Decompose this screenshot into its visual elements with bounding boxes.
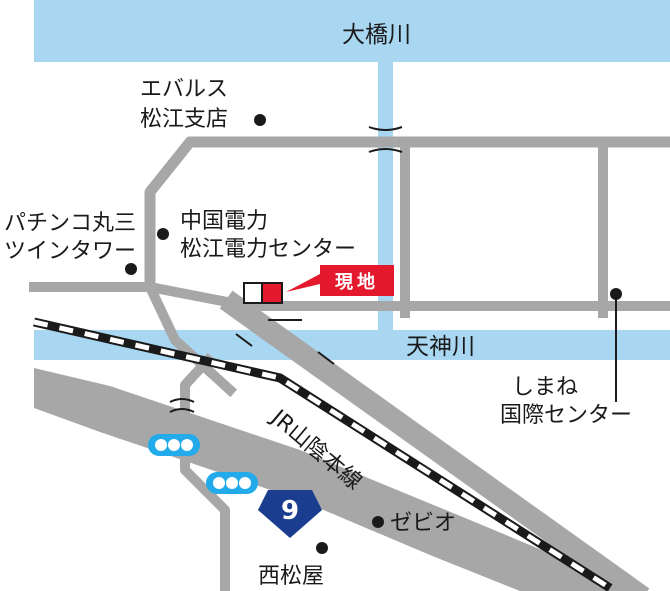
road-south-west <box>143 280 238 398</box>
road-north <box>144 136 670 288</box>
road-south-branch <box>180 352 230 591</box>
site-building-icon <box>243 282 263 304</box>
chugoku-dot-icon <box>157 228 169 240</box>
nishimatsuya-dot-icon <box>316 542 328 554</box>
aeon-dot-icon <box>254 114 266 126</box>
shimane-label-line2: 国際センター <box>500 403 632 428</box>
site-marker: 現地 <box>243 265 394 304</box>
railway <box>33 317 613 591</box>
chugoku-label-line1: 中国電力 <box>180 209 268 234</box>
pachinko-label-line1: パチンコ丸三 <box>4 211 136 236</box>
road-diagonal <box>219 290 650 591</box>
pachinko-label-line2: ツインタワー <box>4 239 136 264</box>
ohashi-river-label: 大橋川 <box>342 22 411 48</box>
ohashi-river <box>34 0 670 62</box>
chugoku-label-line2: 松江電力センター <box>180 237 356 262</box>
site-callout <box>320 265 394 296</box>
route-number: 9 <box>281 496 299 526</box>
tenjin-river-label: 天神川 <box>406 334 475 360</box>
aeon-label-line1: エバルス <box>140 77 228 102</box>
road-ticks <box>235 319 335 365</box>
route-shield-icon: 9 <box>258 490 322 538</box>
zebio-dot-icon <box>372 516 384 528</box>
traffic-signal-icon <box>206 472 258 494</box>
nishimatsuya-label: 西松屋 <box>258 564 324 589</box>
pachinko-dot-icon <box>125 263 137 275</box>
bridge-marks <box>169 126 403 413</box>
site-label: 現地 <box>335 271 379 293</box>
traffic-signal-icon <box>148 434 200 456</box>
shimane-label-line1: しまね <box>512 375 578 400</box>
zebio-label: ゼビオ <box>390 511 456 536</box>
site-callout-pointer <box>286 274 320 292</box>
aeon-label-line2: 松江支店 <box>140 107 228 132</box>
roads <box>29 136 670 591</box>
